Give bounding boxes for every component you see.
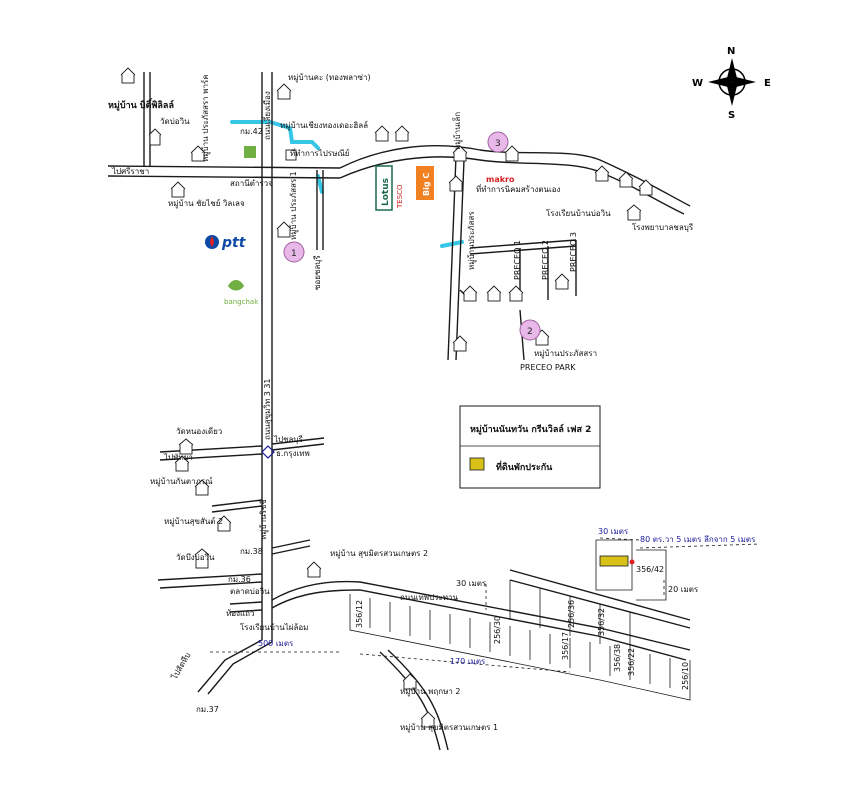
km38-label: กม.38: [240, 547, 263, 556]
compass-n: N: [727, 46, 735, 57]
legend-item: ที่ดินพักประกัน: [496, 460, 553, 473]
svg-text:3: 3: [495, 139, 501, 149]
lot-6: 356/38: [613, 644, 622, 672]
distance-lines: [210, 537, 761, 673]
makro-logo: makro: [486, 175, 515, 184]
green-logo: [244, 146, 256, 158]
village-prachathip-label: หมู่บ้าน ประภัสสรา พาร์ค: [200, 74, 211, 162]
bangchak-label: bangchak: [224, 298, 259, 306]
bank-icon: [261, 445, 275, 459]
village-sukmitr-label: หมู่บ้าน สุขมิตรสวนเกษตร 2: [330, 549, 428, 559]
temple-left-label: วัดหนองเดียว: [176, 427, 222, 436]
village-wins-label: หมู่บ้าน ชัยไชย์ วิลเลจ: [168, 198, 245, 209]
village-rich-label: หมู่บ้านริชชี่: [257, 499, 269, 540]
svg-text:1: 1: [291, 249, 297, 259]
market-label: ตลาดบ่อวิน: [230, 587, 270, 596]
preceo3-label: PRECEO 3: [569, 232, 578, 272]
village-suksan2-label: หมู่บ้านสุขสันต์ 2: [164, 516, 223, 527]
police-label: สถานีตำรวจ: [230, 179, 273, 188]
km36-label: กม.36: [228, 575, 251, 584]
dist-500-label: 500 เมตร: [258, 639, 294, 648]
lot-5: 356/32: [597, 608, 606, 636]
dist-30a-label: 30 เมตร: [598, 527, 629, 536]
lot-7: 356/22: [627, 648, 636, 676]
village-suan-label: หมู่บ้าน สุขมิตรสวนเกษตร 1: [400, 723, 498, 733]
road-labels: ถนนสุขุมวิท 3 31 ไปศรีราชา ซอยชลบุรี ถนน…: [111, 91, 459, 714]
distance-labels: 500 เมตร 170 เมตร 30 เมตร 30 เมตร 20 เมต…: [258, 527, 756, 666]
bigc-label: Big C: [422, 173, 431, 196]
dist-30b-label: 30 เมตร: [456, 579, 487, 588]
target-plot: [599, 555, 635, 567]
wat-bot-label: วัดบึงบ่อวิน: [176, 553, 215, 562]
village-preceo-label: หมู่บ้านประภัสสรา: [534, 349, 597, 359]
village-bithi-label: หมู่บ้าน บิติ์พิลิลล์: [108, 98, 174, 111]
compass-rose: N S W E: [692, 46, 771, 121]
village-top-label: หมู่บ้านคะ (ทองพลาซ่า): [288, 73, 371, 83]
village-icons: [120, 67, 654, 728]
place-labels: หมู่บ้านคะ (ทองพลาซ่า) หมู่บ้าน บิติ์พิล…: [108, 73, 694, 733]
village-1-label: หมู่บ้าน ประภัสสร 1: [289, 171, 299, 240]
bank-label: ธ.กรุงเทพ: [276, 449, 310, 458]
road-left-east-label: ไปศรีราชา: [111, 167, 149, 176]
legend-swatch: [469, 457, 485, 471]
lot-4: 256/36: [567, 600, 576, 628]
markers: 1 2 3: [283, 131, 541, 341]
roads: [107, 72, 691, 751]
to-pattaya-label: ไปพัทยา: [163, 453, 193, 462]
marker-3: 3: [487, 131, 509, 153]
compass-w: W: [692, 78, 703, 89]
to-chonburi-label: ไปชลบุรี: [273, 435, 304, 444]
lot-8: 356/17: [561, 632, 570, 660]
ptt-logo: ptt: [205, 235, 247, 251]
hospital-label: โรงพยาบาลชลบุรี: [632, 222, 694, 232]
preceo2-label: PRECEO 2: [541, 240, 550, 280]
svg-text:2: 2: [527, 327, 533, 337]
bigc-logo: Big C: [416, 166, 434, 200]
road-soi-label: ซอยชลบุรี: [313, 255, 322, 290]
road-main-label: ถนนสุขุมวิท 3 31: [263, 378, 272, 440]
km37-label: กม.37: [196, 705, 219, 714]
village-kantaraporn-label: หมู่บ้านกันตาภรณ์: [150, 476, 213, 487]
dist-170-label: 170 เมตร: [450, 657, 486, 666]
marker-1: 1: [283, 241, 305, 263]
school2-label: โรงเรียนบ้านไผ่ล้อม: [240, 622, 308, 632]
village-pruksa-label: หมู่บ้าน พฤกษา 2: [400, 687, 461, 697]
makro-label: makro: [486, 175, 515, 184]
wat-bothong-label: วัดบ่อวิน: [160, 117, 190, 126]
lot-labels: 356/42 356/12 256/30 256/36 356/32 356/3…: [355, 565, 690, 690]
bangchak-logo: bangchak: [224, 280, 259, 306]
lot-3: 256/30: [493, 616, 502, 644]
dist-20-label: 20 เมตร: [668, 585, 699, 594]
lot-hatching: [349, 539, 691, 701]
lot-2: 356/12: [355, 600, 364, 628]
legend: หมู่บ้านนันทวัน กรีนวิลล์ เฟส 2 ที่ดินพั…: [459, 405, 601, 489]
lotus-logo: Lotus TESCO: [375, 165, 404, 211]
road-bypass-label: ถนนเลี่ยงเมือง: [261, 91, 272, 140]
school-label: โรงเรียนบ้านบ่อวิน: [546, 208, 611, 218]
post-office-label: ที่ทำการไปรษณีย์: [290, 147, 349, 158]
marker-2: 2: [519, 319, 541, 341]
village-lek-label: หมู่บ้านเล็ก: [452, 112, 463, 150]
ptt-label: ptt: [221, 235, 247, 251]
shop-label: ห้องแถว: [226, 609, 254, 618]
office-label: ที่ทำการนิคมสร้างตนเอง: [476, 183, 561, 194]
legend-title: หมู่บ้านนันทวัน กรีนวิลล์ เฟส 2: [470, 423, 591, 435]
lot-9: 256/10: [681, 662, 690, 690]
lotus-label: Lotus: [381, 178, 391, 206]
road-left-bottom-label: ไปสัตหีบ: [169, 651, 192, 682]
preceo1-label: PRECEO 1: [513, 240, 522, 280]
plot-dim-label: 80 ตร.วา 5 เมตร ลึกจาก 5 เมตร: [640, 535, 756, 544]
lot-1: 356/42: [636, 565, 664, 574]
preceo-park-label: PRECEO PARK: [520, 363, 576, 372]
village-2-label: หมู่บ้านประภัสสร: [467, 211, 477, 270]
tesco-label: TESCO: [396, 184, 404, 209]
km42-label: กม.42: [240, 127, 263, 136]
compass-e: E: [764, 78, 771, 89]
village-chaingang-label: หมู่บ้านเชียงทองเดอะฮิลล์: [280, 120, 368, 131]
compass-s: S: [728, 110, 735, 121]
road-lower-label: ถนนเทพประทาน: [400, 593, 459, 602]
